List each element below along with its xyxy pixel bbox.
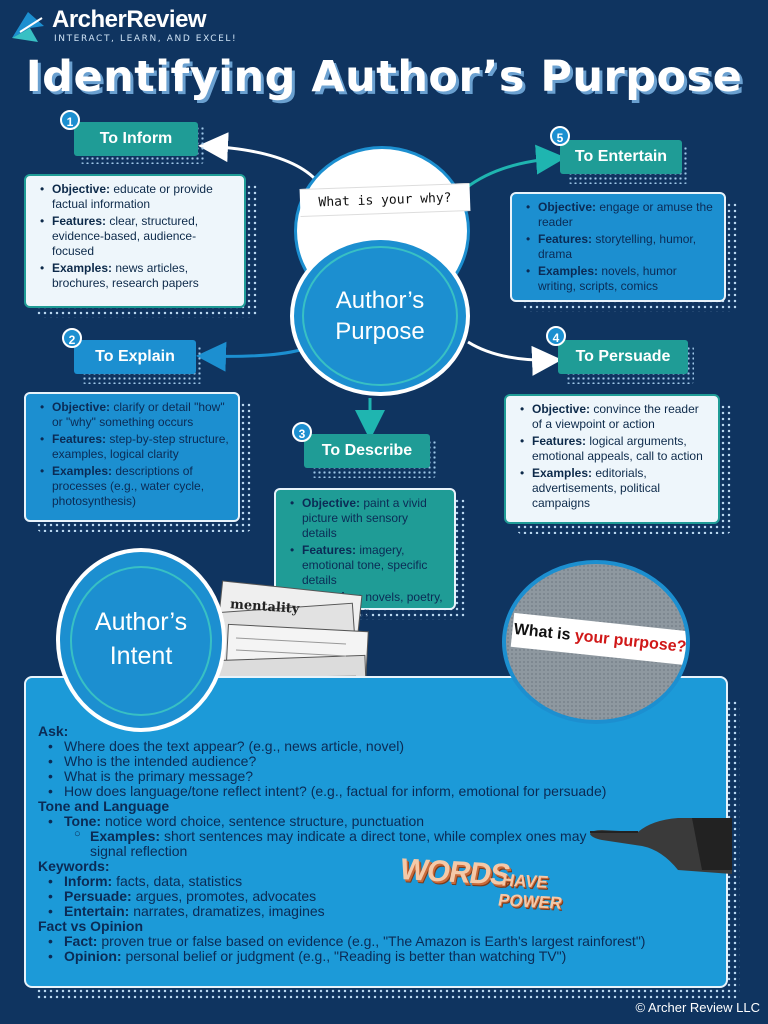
pill-to-inform: To Inform <box>74 122 198 156</box>
ask-item: Who is the intended audience? <box>38 753 698 769</box>
archer-logo-icon <box>12 12 44 42</box>
fact-item: Fact: proven true or false based on evid… <box>38 933 658 949</box>
ask-item: Where does the text appear? (e.g., news … <box>38 738 698 754</box>
persuade-examples: Examples: editorials, advertisements, po… <box>516 466 710 511</box>
ask-heading: Ask: <box>38 723 69 739</box>
step-number-5: 5 <box>550 126 570 146</box>
logo-name: ArcherReview <box>52 6 207 33</box>
pill-to-persuade: To Persuade <box>558 340 688 374</box>
describe-features: Features: imagery, emotional tone, speci… <box>286 543 446 588</box>
pill-to-explain: To Explain <box>74 340 196 374</box>
persuade-features: Features: logical arguments, emotional a… <box>516 434 710 464</box>
purpose-photo-circle: What is your purpose? <box>502 560 690 724</box>
center-ring <box>302 246 458 386</box>
card-to-entertain: Objective: engage or amuse the reader Fe… <box>510 192 726 302</box>
copyright: © Archer Review LLC <box>635 1000 760 1015</box>
logo-tagline: INTERACT, LEARN, AND EXCEL! <box>54 34 238 44</box>
explain-objective: Objective: clarify or detail "how" or "w… <box>36 400 230 430</box>
entertain-examples: Examples: novels, humor writing, scripts… <box>522 264 716 294</box>
explain-examples: Examples: descriptions of processes (e.g… <box>36 464 230 509</box>
step-number-2: 2 <box>62 328 82 348</box>
opinion-item: Opinion: personal belief or judgment (e.… <box>38 948 698 964</box>
inform-examples: Examples: news articles, brochures, rese… <box>36 261 236 291</box>
step-number-3: 3 <box>292 422 312 442</box>
step-number-1: 1 <box>60 110 80 130</box>
entertain-objective: Objective: engage or amuse the reader <box>522 200 716 230</box>
ask-item: How does language/tone reflect intent? (… <box>38 783 698 799</box>
card-to-persuade: Objective: convince the reader of a view… <box>504 394 720 524</box>
inform-objective: Objective: educate or provide factual in… <box>36 182 236 212</box>
persuade-objective: Objective: convince the reader of a view… <box>516 402 710 432</box>
panel-content: Ask: Where does the text appear? (e.g., … <box>38 724 698 964</box>
arrow-to-persuade <box>467 340 562 376</box>
keyword-inform: Inform: facts, data, statistics <box>38 873 698 889</box>
card-to-explain: Objective: clarify or detail "how" or "w… <box>24 392 240 522</box>
pill-to-describe: To Describe <box>304 434 430 468</box>
arrow-to-explain <box>196 341 301 372</box>
keyword-persuade: Persuade: argues, promotes, advocates <box>38 888 698 904</box>
tone-examples-item: Examples: short sentences may indicate a… <box>38 828 598 859</box>
step-number-4: 4 <box>546 326 566 346</box>
card-to-inform: Objective: educate or provide factual in… <box>24 174 246 308</box>
page-title: Identifying Author’s Purpose <box>25 52 743 102</box>
intent-ring <box>70 566 212 716</box>
arrow-to-entertain <box>465 144 566 190</box>
arrow-to-inform <box>198 132 320 183</box>
words-have-power-graphic: WORDS HAVE POWER <box>396 853 564 913</box>
tone-item: Tone: notice word choice, sentence struc… <box>38 813 698 829</box>
purpose-question-strip: What is your purpose? <box>510 612 686 666</box>
pill-to-entertain: To Entertain <box>560 140 682 174</box>
ask-item: What is the primary message? <box>38 768 698 784</box>
describe-objective: Objective: paint a vivid picture with se… <box>286 496 446 541</box>
keyword-entertain: Entertain: narrates, dramatizes, imagine… <box>38 903 698 919</box>
explain-features: Features: step-by-step structure, exampl… <box>36 432 230 462</box>
inform-features: Features: clear, structured, evidence-ba… <box>36 214 236 259</box>
fact-heading: Fact vs Opinion <box>38 917 144 934</box>
keywords-heading: Keywords: <box>38 857 110 874</box>
newspaper-headline: mentality <box>230 597 301 617</box>
why-question-strip: What is your why? <box>299 183 471 217</box>
pointing-hand-icon <box>590 818 732 874</box>
entertain-features: Features: storytelling, humor, drama <box>522 232 716 262</box>
tone-heading: Tone and Language <box>38 797 170 814</box>
